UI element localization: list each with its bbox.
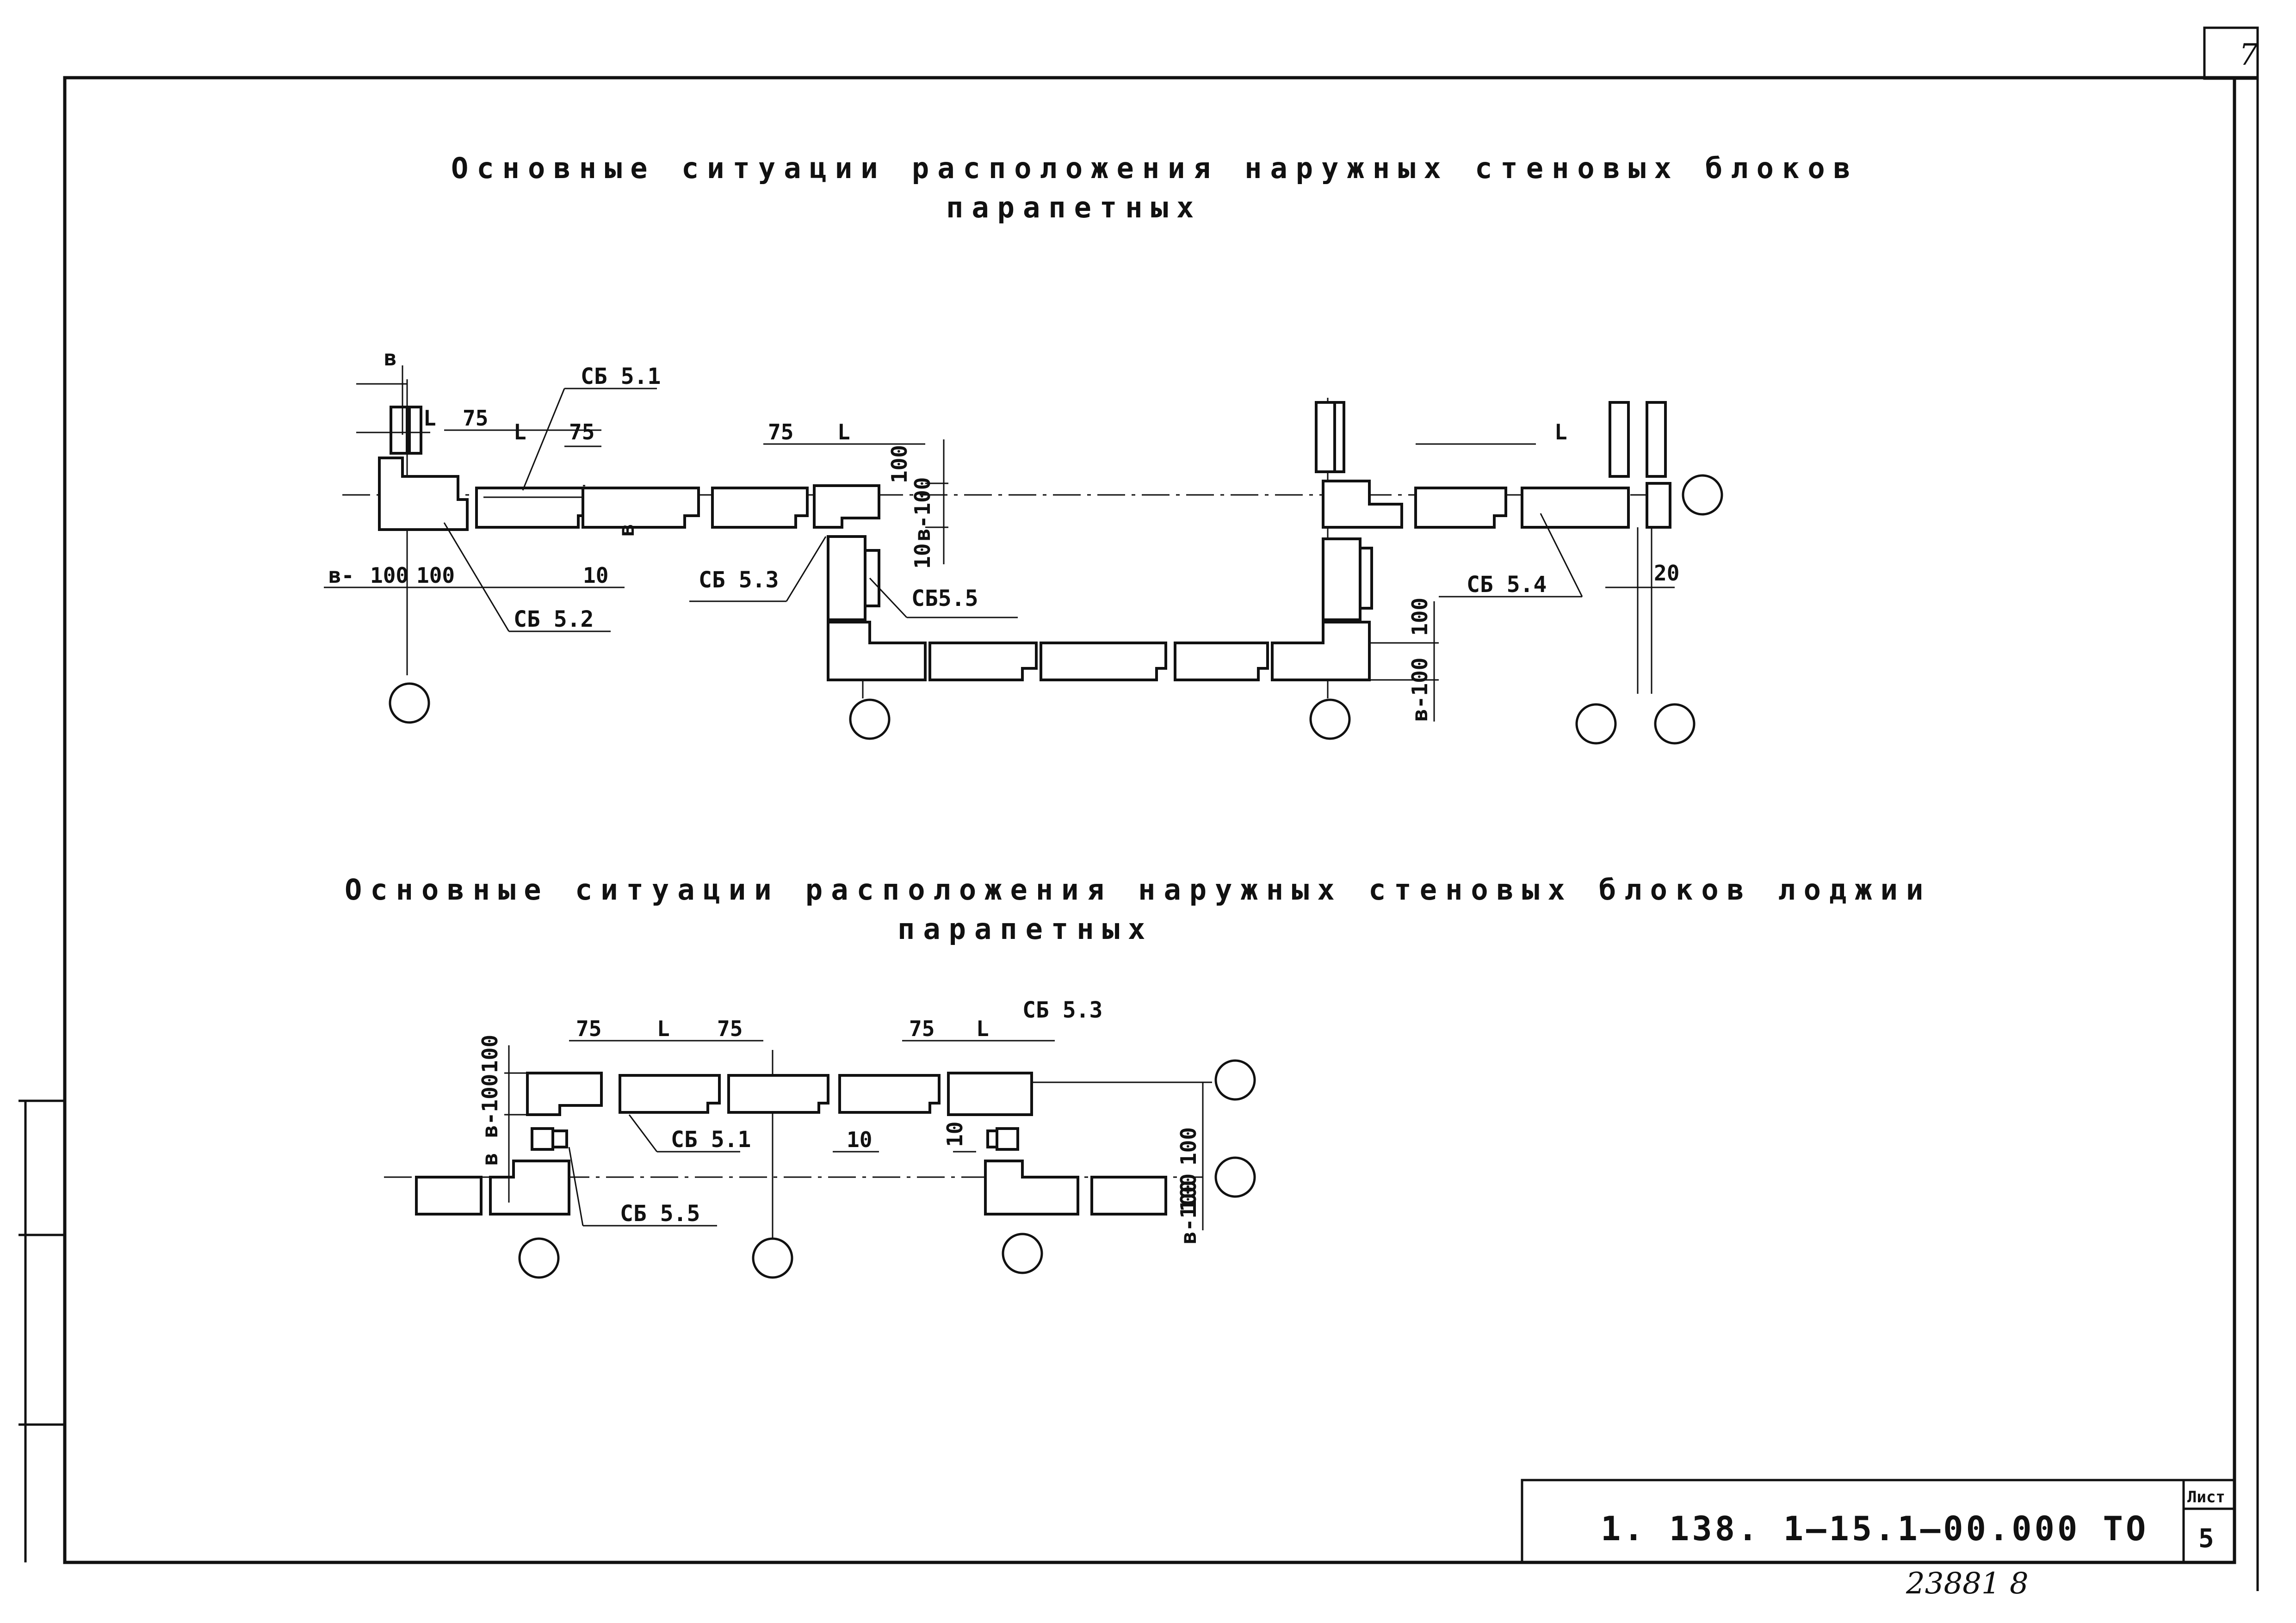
dim-b-top: в [384,346,397,370]
wall-block [415,1176,483,1216]
wall-block-sb51 [475,487,594,529]
dim-75a: 75 [463,406,488,431]
wall-block [1322,537,1362,621]
label2-sb51: СБ 5.1 [671,1127,751,1153]
dim-10b: 10 [910,543,935,569]
wall-block-sb54 [1521,487,1630,529]
section2-plan [384,1040,1256,1279]
axis-marker [1214,1059,1256,1101]
wall-block [928,642,1038,681]
dim-100c: 100 [370,563,408,588]
dim-10a: 10 [583,563,608,588]
wall-block [984,1160,1079,1216]
sheet-frame [19,26,2259,1591]
axis-marker [518,1237,560,1279]
wall-block [1040,642,1167,681]
axis-marker [389,682,430,724]
axis-marker [1002,1233,1043,1274]
dim-b-mid: в [614,524,639,537]
wall-block [1090,1176,1167,1216]
dim2-100a: 100 [477,1035,502,1073]
axis-marker [1682,474,1723,516]
wall-block [526,1072,603,1116]
axis-marker [849,698,891,740]
wall-block-sb55 [531,1127,554,1151]
axis-marker [1575,703,1617,745]
wall-block [1322,480,1403,529]
section1-title-line2: парапетных [946,191,1202,224]
wall-block [711,487,809,529]
dim2-b-left: в [477,1153,502,1166]
document-code: 1. 138. 1—15.1—00.000 ТО [1601,1509,2148,1548]
dim2-b100-left: в-100 [477,1074,502,1138]
axis-marker [1214,1156,1256,1198]
dim2-b100-right: в-100 [1176,1180,1201,1244]
archive-number: 23881 8 [1906,1567,2029,1601]
dim2-L1: L [657,1016,670,1041]
dim2-L2: L [976,1016,989,1041]
section1-plan [324,365,1723,745]
label-sb54: СБ 5.4 [1467,572,1547,598]
label-sb52: СБ 5.2 [514,606,594,632]
dim-b-left: в- [328,563,354,588]
wall-block [1414,487,1507,529]
dim2-75a: 75 [576,1016,601,1041]
label-sb55: СБ5.5 [911,586,978,611]
wall-block-sb55 [827,535,866,621]
wall-block-sb53 [813,484,880,529]
axis-marker [752,1237,793,1279]
wall-block-sb53 [947,1072,1033,1116]
wall-block [827,621,927,681]
dim-20: 20 [1654,561,1679,586]
dim-b100-right: в-100 [1407,658,1432,722]
dim2-10b: 10 [942,1122,967,1147]
dim-75c: 75 [768,420,793,444]
wall-block [727,1074,829,1114]
title-block [1521,1479,2236,1564]
dim2-10a: 10 [847,1127,872,1152]
label-sb53: СБ 5.3 [699,567,779,593]
dim-L1: L [423,406,436,431]
sheet-number: 5 [2198,1524,2214,1554]
wall-block [1174,642,1269,681]
dim-100d: 100 [416,563,455,588]
wall-block [1271,621,1371,681]
section2-title-line1: Основные ситуации расположения наружных … [345,873,1931,907]
wall-block-sb52 [378,457,469,531]
label2-sb53: СБ 5.3 [1022,997,1102,1023]
axis-marker [1654,703,1696,745]
dim-b100-mid: в-100 [910,477,935,541]
dim-75b: 75 [569,420,594,444]
dim2-100b: 100 [1176,1127,1201,1166]
label2-sb55: СБ 5.5 [620,1201,700,1227]
wall-block [582,487,700,529]
corner-number: 7 [2239,38,2258,72]
wall-block [489,1160,570,1216]
wall-block [838,1074,941,1114]
dim2-75b: 75 [717,1016,743,1041]
dim-L4: L [1554,420,1567,444]
dim2-100c: 100 [1176,1173,1201,1212]
section2-title-line2: парапетных [897,912,1153,946]
section1-title-line1: Основные ситуации расположения наружных … [451,151,1859,185]
dim-100e: 100 [1407,598,1432,636]
sheet-label: Лист [2187,1488,2225,1506]
dim2-75c: 75 [909,1016,934,1041]
wall-block-sb51 [619,1074,721,1114]
axis-marker [1309,698,1351,740]
dim-100a: 100 [887,445,912,483]
dim-L2: L [514,420,526,444]
dim-L3: L [837,420,850,444]
label-sb51: СБ 5.1 [581,364,661,389]
